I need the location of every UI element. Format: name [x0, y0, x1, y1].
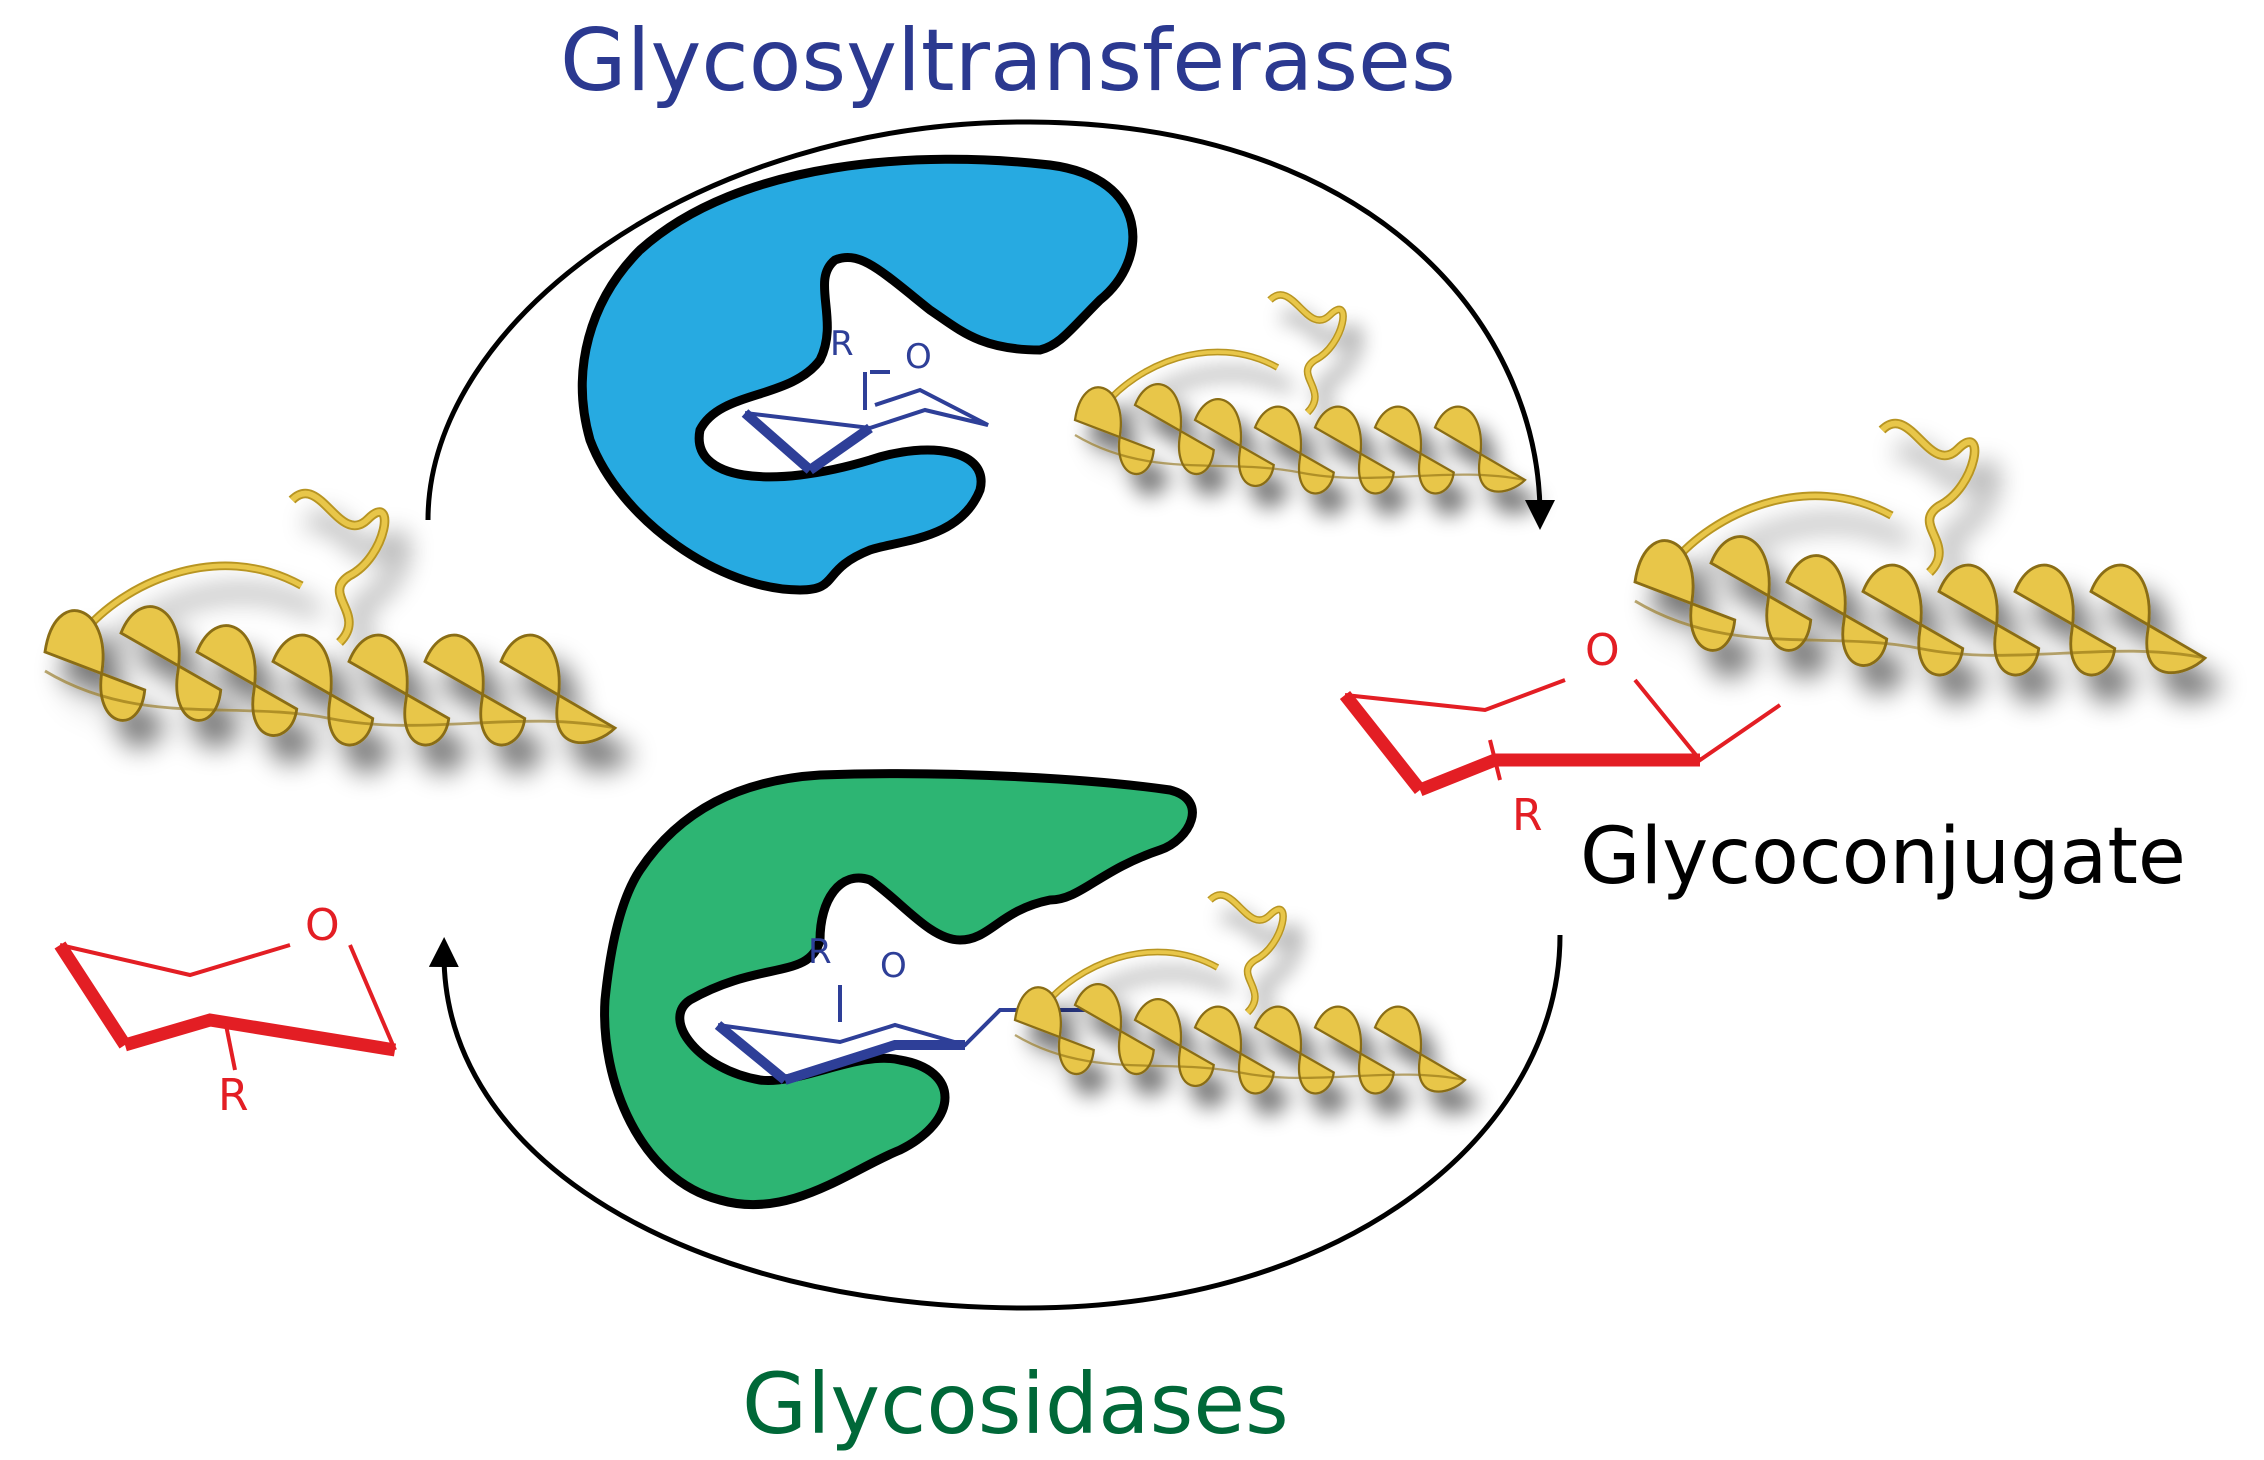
ring-oxygen-label: O [1585, 625, 1620, 676]
protein-top-icon [1075, 295, 1525, 494]
bound-sugar-green-icon [714, 985, 1085, 1085]
free-sugar-icon [54, 941, 397, 1071]
arrow-top [425, 119, 1555, 530]
protein-right-icon [1635, 423, 2205, 674]
ring-oxygen-label: O [305, 900, 340, 951]
glycosidase-enzyme-icon [600, 769, 1197, 1210]
ring-oxygen-label: O [905, 337, 932, 377]
arrow-bottom [428, 934, 1563, 1311]
ring-substituent-label: R [808, 932, 832, 972]
protein-bottom-icon [1015, 895, 1465, 1094]
glycosyltransferases-label: Glycosyltransferases [560, 11, 1456, 111]
ring-substituent-label: R [1512, 790, 1543, 841]
protein-left-icon [45, 493, 615, 744]
glycosidases-label: Glycosidases [742, 1355, 1289, 1453]
ring-substituent-label: R [830, 324, 854, 364]
glycoconjugate-sugar-icon [1339, 678, 1782, 797]
ring-oxygen-label: O [880, 946, 907, 986]
bound-sugar-blue-icon [741, 370, 989, 475]
ring-substituent-label: R [218, 1070, 249, 1121]
glycosyltransferase-enzyme-icon [577, 154, 1138, 595]
glycoconjugate-label: Glycoconjugate [1580, 812, 2186, 902]
